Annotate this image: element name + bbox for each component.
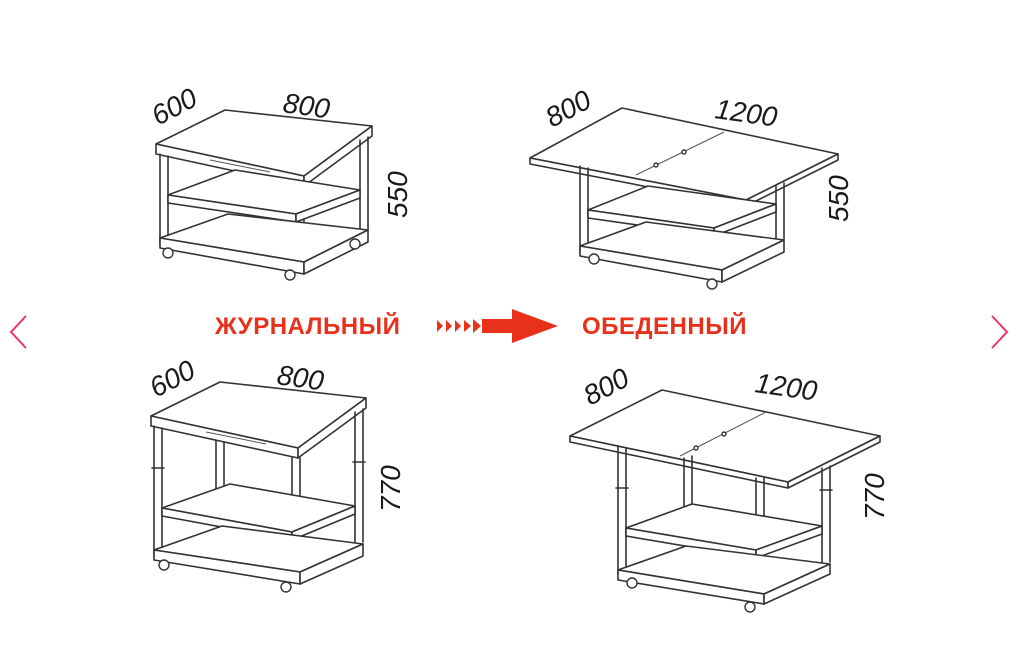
slider-prev-button[interactable] — [4, 312, 34, 352]
chevron-right-icon — [991, 315, 1009, 349]
dim-width-label: 800 — [281, 87, 332, 124]
transformation-banner: ЖУРНАЛЬНЫЙ ОБЕДЕННЫЙ — [214, 309, 747, 343]
dim-depth-label: 600 — [146, 82, 202, 132]
arrow-right-icon — [437, 309, 558, 343]
dim-width-label: 1200 — [753, 367, 819, 406]
chevron-left-icon — [9, 315, 27, 349]
diagram-dining-low: 800 1200 550 — [529, 84, 854, 290]
diagram-coffee-low: 600 800 550 — [146, 82, 413, 281]
coffee-mode-label: ЖУРНАЛЬНЫЙ — [214, 312, 400, 340]
slider-next-button[interactable] — [984, 312, 1014, 352]
dim-width-label: 800 — [275, 359, 326, 396]
dim-height-label: 550 — [823, 175, 854, 222]
diagram-dining-high: 800 1200 770 — [569, 362, 890, 613]
dim-height-label: 770 — [375, 465, 406, 512]
dim-height-label: 770 — [859, 473, 890, 520]
dim-height-label: 550 — [382, 171, 413, 218]
dim-depth-label: 800 — [578, 362, 634, 412]
diagram-coffee-high: 600 800 770 — [144, 354, 406, 593]
dining-mode-label: ОБЕДЕННЫЙ — [582, 312, 747, 340]
dim-width-label: 1200 — [713, 93, 779, 132]
